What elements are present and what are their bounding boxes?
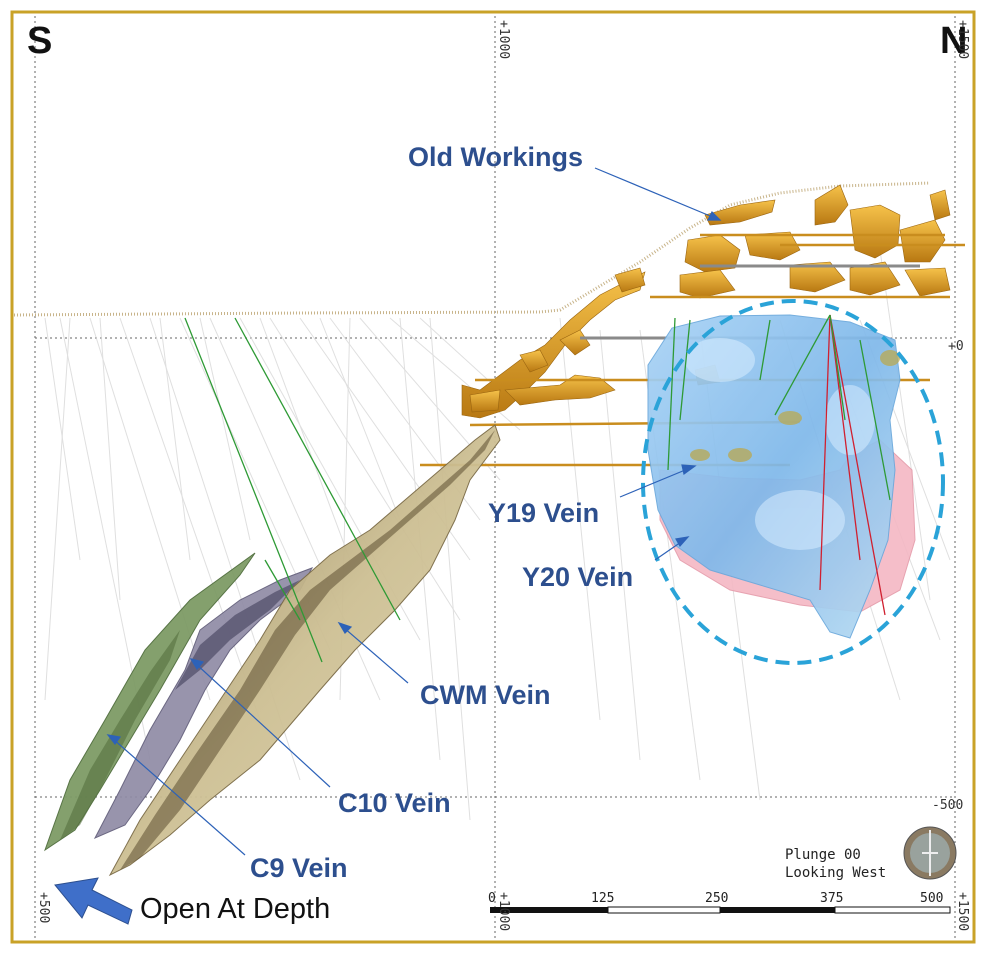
view-info: Plunge 00 Looking West <box>785 846 886 882</box>
open-at-depth-arrow <box>54 877 133 925</box>
label-y19-vein: Y19 Vein <box>488 498 600 528</box>
grid-label-right-minus500: -500 <box>932 798 964 813</box>
grid-label-bottom-center: +1000 <box>496 892 511 932</box>
old-workings-shapes <box>461 184 951 419</box>
scale-tick-250: 250 <box>705 891 729 906</box>
label-c9-vein: C9 Vein <box>250 853 348 883</box>
looking-text: Looking West <box>785 865 887 881</box>
scale-tick-375: 375 <box>820 891 844 906</box>
c10-vein-shading <box>175 580 300 690</box>
scale-tick-0: 0 <box>488 891 496 906</box>
grid-label-bottom-right: +1500 <box>955 892 970 932</box>
label-y20-vein: Y20 Vein <box>522 562 634 592</box>
grid-label-top-right: +1500 <box>955 20 970 60</box>
label-c10-vein: C10 Vein <box>338 788 451 818</box>
scale-bar <box>490 906 951 914</box>
scale-tick-500: 500 <box>920 891 944 906</box>
grid-label-top-center: +1000 <box>496 20 511 60</box>
leader-lines <box>106 167 722 856</box>
compass-south: S <box>27 20 53 62</box>
scale-tick-125: 125 <box>591 891 615 906</box>
y19-workings-patches <box>690 350 900 462</box>
left-drill-holes <box>184 317 401 663</box>
grid-label-bottom-left: +500 <box>36 892 51 924</box>
y19-drill-holes <box>667 314 891 616</box>
label-cwm-vein: CWM Vein <box>420 680 551 710</box>
label-old-workings: Old Workings <box>408 142 584 172</box>
c9-vein-shading <box>60 630 180 840</box>
cwm-vein-ridge <box>120 430 495 870</box>
y19-target-ellipse <box>641 299 945 665</box>
plunge-text: Plunge 00 <box>785 847 861 863</box>
grid-label-right-zero: +0 <box>948 339 964 354</box>
open-at-depth-label: Open At Depth <box>140 893 331 925</box>
compass-north: N <box>940 20 968 62</box>
topography-line <box>13 181 931 317</box>
orientation-sphere-icon <box>903 826 957 880</box>
